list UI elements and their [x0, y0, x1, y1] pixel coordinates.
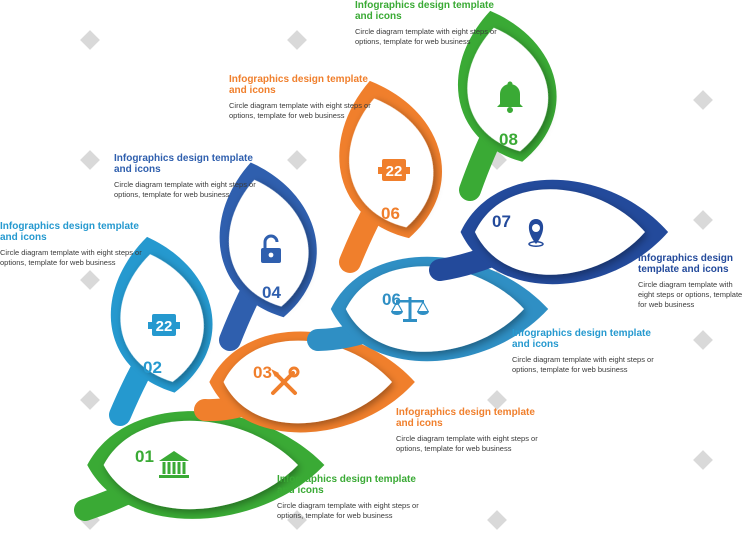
- leaf-inner: [103, 420, 298, 510]
- leaf-step-6: 22 06: [339, 80, 443, 273]
- caption-body: Circle diagram template with eight steps…: [512, 355, 654, 374]
- caption-body: Circle diagram template with eight steps…: [0, 248, 142, 267]
- caption-title: Infographics design template and icons: [277, 474, 416, 496]
- watermark-diamond: [80, 150, 100, 170]
- leaf-inner: [474, 189, 645, 275]
- caption-body: Circle diagram template with eight steps…: [638, 280, 743, 309]
- step-number: 06: [382, 290, 401, 309]
- watermark-diamond: [693, 450, 713, 470]
- calendar-22-icon: 22: [378, 159, 410, 181]
- watermark-diamond: [487, 390, 507, 410]
- leaf-step-4: 04: [219, 162, 317, 351]
- watermark-diamond: [693, 330, 713, 350]
- step-number: 04: [262, 283, 281, 302]
- watermark-diamond: [80, 390, 100, 410]
- caption-body: Circle diagram template with eight steps…: [114, 180, 256, 199]
- leaf-inner: [345, 266, 524, 352]
- location-pin-icon: [528, 219, 544, 247]
- tools-icon: [271, 366, 300, 395]
- caption-title: Infographics design template and icons: [355, 0, 494, 22]
- watermark-diamond: [80, 30, 100, 50]
- caption-step-07: Infographics design template and icons C…: [638, 253, 750, 310]
- caption-title: Infographics design template and icons: [396, 407, 535, 429]
- watermark-diamond: [80, 270, 100, 290]
- padlock-icon: [261, 234, 281, 263]
- caption-step-03: Infographics design template and icons C…: [396, 407, 546, 454]
- leaf-inner: [228, 179, 309, 307]
- step-number: 01: [135, 447, 154, 466]
- caption-title: Infographics design template and icons: [0, 221, 139, 243]
- caption-body: Circle diagram template with eight steps…: [277, 501, 419, 520]
- watermark-diamond: [287, 30, 307, 50]
- step-number: 02: [143, 358, 162, 377]
- calendar-22-icon: 22: [148, 314, 180, 336]
- step-number: 06: [381, 204, 400, 223]
- leaf-step-2: 22 02: [109, 236, 213, 426]
- watermark-diamond: [487, 510, 507, 530]
- watermark-diamond: [693, 210, 713, 230]
- leaf-step-7: 07: [429, 179, 669, 285]
- leaf-step-1: 01: [74, 411, 325, 521]
- caption-step-06-top: Infographics design template and icons C…: [229, 74, 379, 121]
- calendar-day-label: 22: [156, 318, 173, 335]
- caption-title: Infographics design template and icons: [512, 328, 651, 350]
- leaf-step-8: 08: [458, 10, 557, 201]
- caption-body: Circle diagram template with eight steps…: [355, 27, 497, 46]
- watermark-diamond: [287, 150, 307, 170]
- caption-body: Circle diagram template with eight steps…: [229, 101, 371, 120]
- leaf-inner: [223, 340, 393, 424]
- step-number: 03: [253, 363, 272, 382]
- caption-step-06-mid: Infographics design template and icons C…: [512, 328, 662, 375]
- caption-title: Infographics design template and icons: [114, 153, 253, 175]
- watermark-diamond: [693, 90, 713, 110]
- leaf-step-5: 06: [307, 256, 549, 362]
- leaf-step-3: 03: [194, 331, 415, 433]
- calendar-day-label: 22: [386, 163, 403, 180]
- leaf-steps: 01 22 02 03 04 06 22 06 07 08: [74, 10, 669, 521]
- watermark-diamond: [287, 510, 307, 530]
- caption-step-08: Infographics design template and icons C…: [355, 0, 505, 47]
- caption-title: Infographics design template and icons: [229, 74, 368, 96]
- bank-icon: [159, 451, 189, 478]
- caption-step-02: Infographics design template and icons C…: [0, 221, 150, 268]
- step-number: 07: [492, 212, 511, 231]
- caption-step-04: Infographics design template and icons C…: [114, 153, 264, 200]
- caption-step-01: Infographics design template and icons C…: [277, 474, 427, 521]
- balance-scale-icon: [391, 297, 429, 322]
- step-number: 08: [499, 130, 518, 149]
- bell-icon: [497, 81, 523, 113]
- caption-body: Circle diagram template with eight steps…: [396, 434, 538, 453]
- caption-title: Infographics design template and icons: [638, 253, 734, 275]
